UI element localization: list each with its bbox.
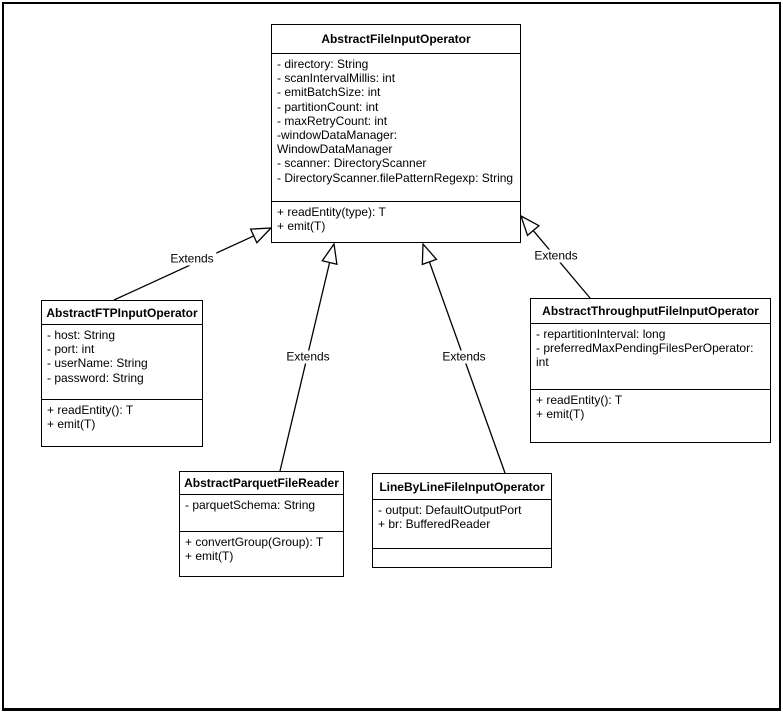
attribute-line: - scanner: DirectoryScanner — [277, 156, 427, 171]
extends-label-abstractparquetfilereader: Extends — [283, 350, 333, 364]
class-box-abstractfileinputoperator[interactable]: AbstractFileInputOperator - directory: St… — [271, 24, 521, 243]
methods-compartment — [373, 548, 551, 552]
method-line: + readEntity(type): T — [277, 205, 386, 219]
edge-line — [113, 235, 255, 301]
class-title: AbstractThroughputFileInputOperator — [542, 304, 759, 318]
methods-compartment: + readEntity(): T+ emit(T) — [531, 389, 770, 421]
attribute-line: int — [536, 355, 549, 370]
class-title: AbstractFileInputOperator — [321, 32, 471, 46]
method-line: + readEntity(): T — [47, 403, 134, 417]
attribute-line: - directory: String — [277, 57, 369, 71]
attributes-compartment: - repartitionInterval: long- preferredMa… — [531, 323, 770, 389]
class-box-abstractparquetfilereader[interactable]: AbstractParquetFileReader - parquetSchema… — [179, 471, 344, 577]
extends-edge-abstractftpinputoperator[interactable] — [113, 227, 273, 301]
attribute-line: - maxRetryCount: int — [277, 113, 388, 128]
class-title: AbstractParquetFileReader — [184, 476, 339, 490]
attribute-line: WindowDataManager — [277, 142, 393, 157]
method-line: + emit(T) — [536, 407, 585, 422]
generalization-arrowhead-icon — [519, 214, 541, 237]
attributes-compartment: - directory: String- scanIntervalMillis:… — [272, 53, 520, 201]
attribute-line: - repartitionInterval: long — [536, 327, 666, 341]
attribute-line: - output: DefaultOutputPort — [378, 503, 522, 517]
method-line: + emit(T) — [185, 549, 234, 564]
class-title: LineByLineFileInputOperator — [379, 479, 545, 494]
attributes-compartment: - output: DefaultOutputPort+ br: Buffere… — [373, 499, 551, 548]
edge-line — [428, 261, 506, 474]
method-line: + emit(T) — [47, 417, 96, 432]
method-line: + readEntity(): T — [536, 393, 623, 407]
methods-compartment: + readEntity(): T+ emit(T) — [42, 399, 202, 431]
method-line: + convertGroup(Group): T — [185, 535, 324, 549]
edge-line — [279, 262, 331, 472]
extends-label-abstractthroughputfileinputoperator: Extends — [531, 249, 581, 263]
generalization-arrowhead-icon — [249, 227, 273, 244]
attribute-line: - DirectoryScanner.filePatternRegexp: St… — [277, 170, 514, 185]
extends-edge-abstractthroughputfileinputoperator[interactable] — [519, 214, 591, 299]
edge-line — [532, 230, 591, 299]
extends-label-linebylinefileinputoperator: Extends — [439, 350, 489, 364]
attribute-line: - scanIntervalMillis: int — [277, 71, 396, 86]
attribute-line: - host: String — [47, 328, 116, 342]
extends-edge-linebylinefileinputoperator[interactable] — [421, 242, 506, 474]
attribute-line: - preferredMaxPendingFilesPerOperator: — [536, 341, 754, 356]
attribute-line: - password: String — [47, 370, 144, 385]
class-title: AbstractFTPInputOperator — [46, 305, 198, 320]
attribute-line: - partitionCount: int — [277, 99, 379, 114]
class-box-abstractthroughputfileinputoperator[interactable]: AbstractThroughputFileInputOperator - rep… — [530, 298, 771, 443]
methods-compartment: + readEntity(type): T+ emit(T) — [272, 201, 520, 233]
generalization-arrowhead-icon — [421, 242, 438, 266]
attribute-line: -windowDataManager: — [277, 128, 398, 143]
methods-compartment: + convertGroup(Group): T+ emit(T) — [180, 531, 343, 563]
attributes-compartment: - host: String- port: int- userName: Str… — [42, 324, 202, 399]
class-box-abstractftpinputoperator[interactable]: AbstractFTPInputOperator- host: String- … — [41, 300, 203, 447]
extends-label-abstractftpinputoperator: Extends — [167, 252, 217, 266]
attribute-line: - emitBatchSize: int — [277, 85, 381, 100]
attributes-compartment: - parquetSchema: String — [180, 494, 343, 531]
attribute-line: - parquetSchema: String — [185, 498, 316, 512]
extends-edge-abstractparquetfilereader[interactable] — [279, 242, 338, 472]
attribute-line: - port: int — [47, 342, 95, 357]
attribute-line: - userName: String — [47, 356, 148, 371]
generalization-arrowhead-icon — [321, 242, 338, 266]
class-box-linebylinefileinputoperator[interactable]: LineByLineFileInputOperator - output: Def… — [372, 473, 552, 568]
method-line: + emit(T) — [277, 219, 326, 234]
attribute-line: + br: BufferedReader — [378, 517, 491, 532]
